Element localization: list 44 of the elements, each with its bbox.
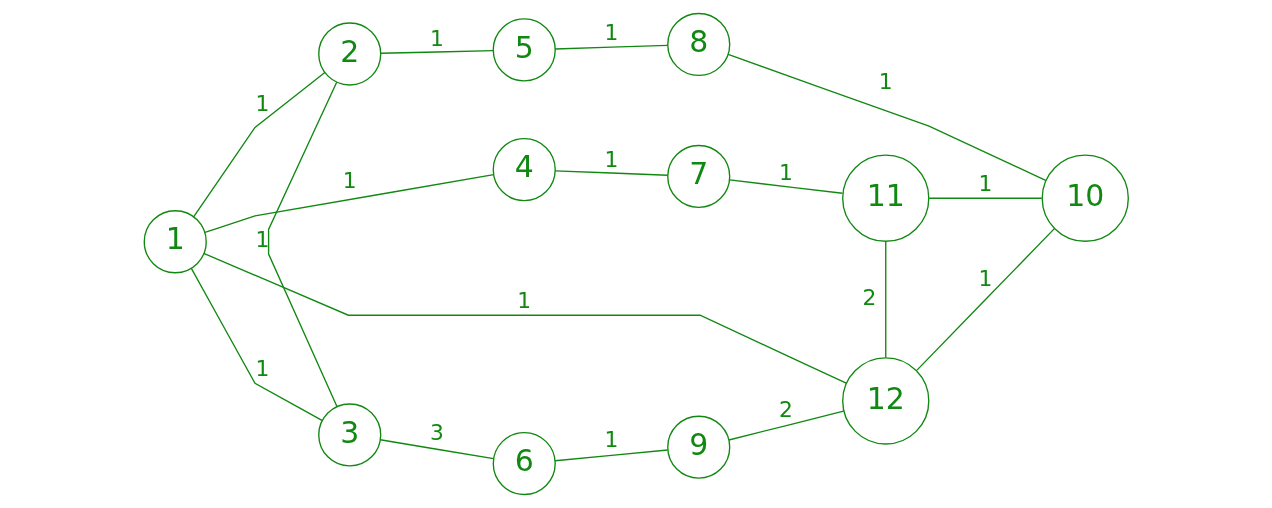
connector	[379, 439, 494, 460]
connector	[553, 449, 668, 462]
connector	[203, 174, 494, 234]
node-circle: 4	[492, 138, 556, 202]
connector	[190, 267, 323, 422]
edge-label: 1	[255, 356, 269, 382]
connector	[553, 44, 668, 50]
node-circle: 8	[666, 12, 730, 77]
connector	[928, 197, 1042, 199]
connector	[267, 81, 338, 408]
edge-label: 1	[429, 25, 444, 51]
connector	[728, 179, 843, 194]
node-circle: 5	[492, 18, 556, 82]
edge-label: 1	[255, 226, 269, 252]
edge-label: 2	[862, 284, 876, 310]
edge-label: 1	[978, 171, 992, 197]
connector	[379, 49, 494, 54]
node-circle: 1	[143, 210, 207, 274]
node-circle: 11	[841, 154, 929, 242]
edge-label: 1	[342, 168, 357, 194]
edge-label: 1	[604, 20, 618, 46]
edge-label: 1	[255, 90, 269, 116]
connector	[727, 410, 844, 441]
edge-label: 1	[778, 160, 793, 186]
connector	[915, 227, 1055, 371]
edge-label: 2	[778, 396, 793, 422]
node-circle: 2	[317, 22, 381, 86]
connector	[202, 252, 847, 384]
edge-label: 1	[604, 146, 618, 172]
node-circle: 10	[1041, 154, 1129, 242]
edge-label: 1	[978, 266, 992, 292]
edge-label: 1	[604, 426, 618, 452]
edge-label: 1	[878, 69, 893, 95]
node-circle: 9	[666, 415, 730, 479]
node-circle: 3	[317, 403, 381, 467]
node-circle: 7	[666, 144, 730, 209]
connector	[727, 53, 1046, 182]
connector	[884, 240, 886, 359]
connector	[553, 170, 668, 176]
node-circle: 12	[841, 357, 929, 445]
connector	[192, 71, 325, 218]
edge-label: 3	[429, 420, 444, 446]
node-circle: 6	[492, 431, 556, 496]
edge-label: 1	[516, 288, 531, 314]
